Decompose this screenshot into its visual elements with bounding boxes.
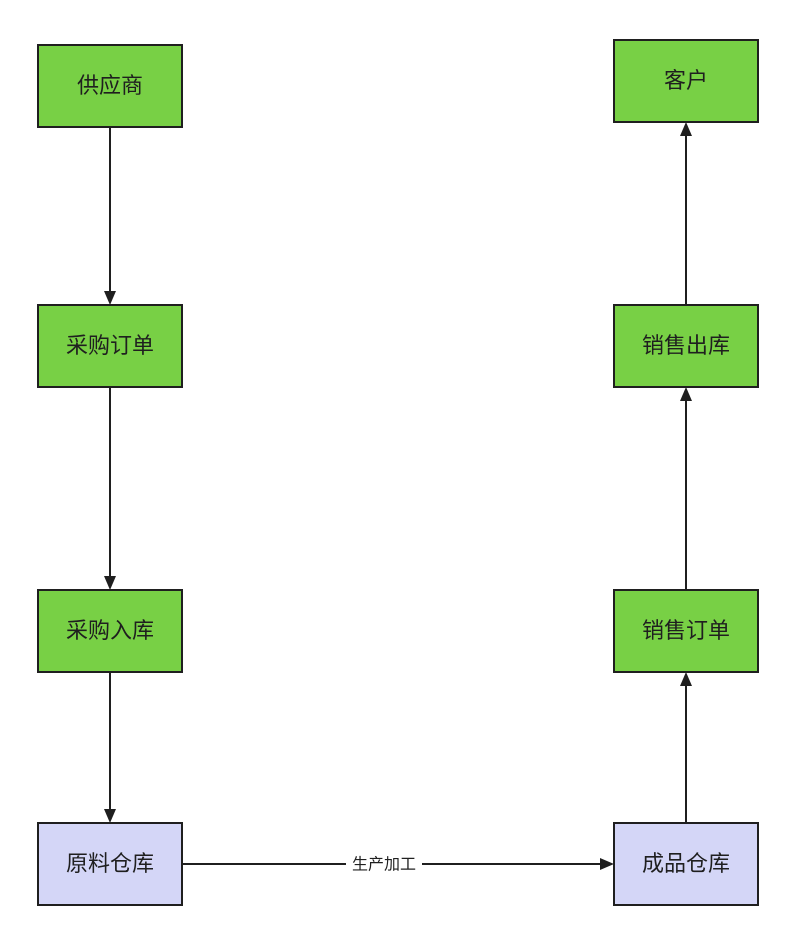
arrowhead [680,672,692,686]
node-sales-order: 销售订单 [613,589,759,673]
edge-label-background [346,853,422,875]
node-box [37,822,183,906]
node-box [613,39,759,123]
node-box [613,822,759,906]
edges-layer: 生产加工 [104,122,692,875]
edge-finished-warehouse-to-sales-order [680,672,692,823]
node-box [37,589,183,673]
node-label: 成品仓库 [642,852,730,877]
node-label: 原料仓库 [66,852,154,877]
node-customer: 客户 [613,39,759,123]
node-box [37,304,183,388]
node-label: 客户 [664,69,708,94]
edge-purchase-inbound-to-raw-warehouse [104,672,116,823]
edge-raw-warehouse-to-finished-warehouse: 生产加工 [182,853,614,875]
arrowhead [680,387,692,401]
node-purchase-order: 采购订单 [37,304,183,388]
node-supplier: 供应商 [37,44,183,128]
edge-sales-outbound-to-customer [680,122,692,305]
arrowhead [104,576,116,590]
edge-label: 生产加工 [352,855,416,874]
node-label: 采购入库 [66,619,154,644]
node-sales-outbound: 销售出库 [613,304,759,388]
arrowhead [600,858,614,870]
node-label: 销售出库 [642,334,730,359]
node-box [613,304,759,388]
node-box [613,589,759,673]
arrowhead [104,291,116,305]
node-purchase-inbound: 采购入库 [37,589,183,673]
node-box [37,44,183,128]
node-finished-warehouse: 成品仓库 [613,822,759,906]
edge-purchase-order-to-purchase-inbound [104,387,116,590]
node-label: 供应商 [77,74,143,99]
edge-sales-order-to-sales-outbound [680,387,692,590]
node-raw-warehouse: 原料仓库 [37,822,183,906]
edge-supplier-to-purchase-order [104,127,116,305]
arrowhead [104,809,116,823]
node-label: 采购订单 [66,334,154,359]
arrowhead [680,122,692,136]
node-label: 销售订单 [642,619,730,644]
